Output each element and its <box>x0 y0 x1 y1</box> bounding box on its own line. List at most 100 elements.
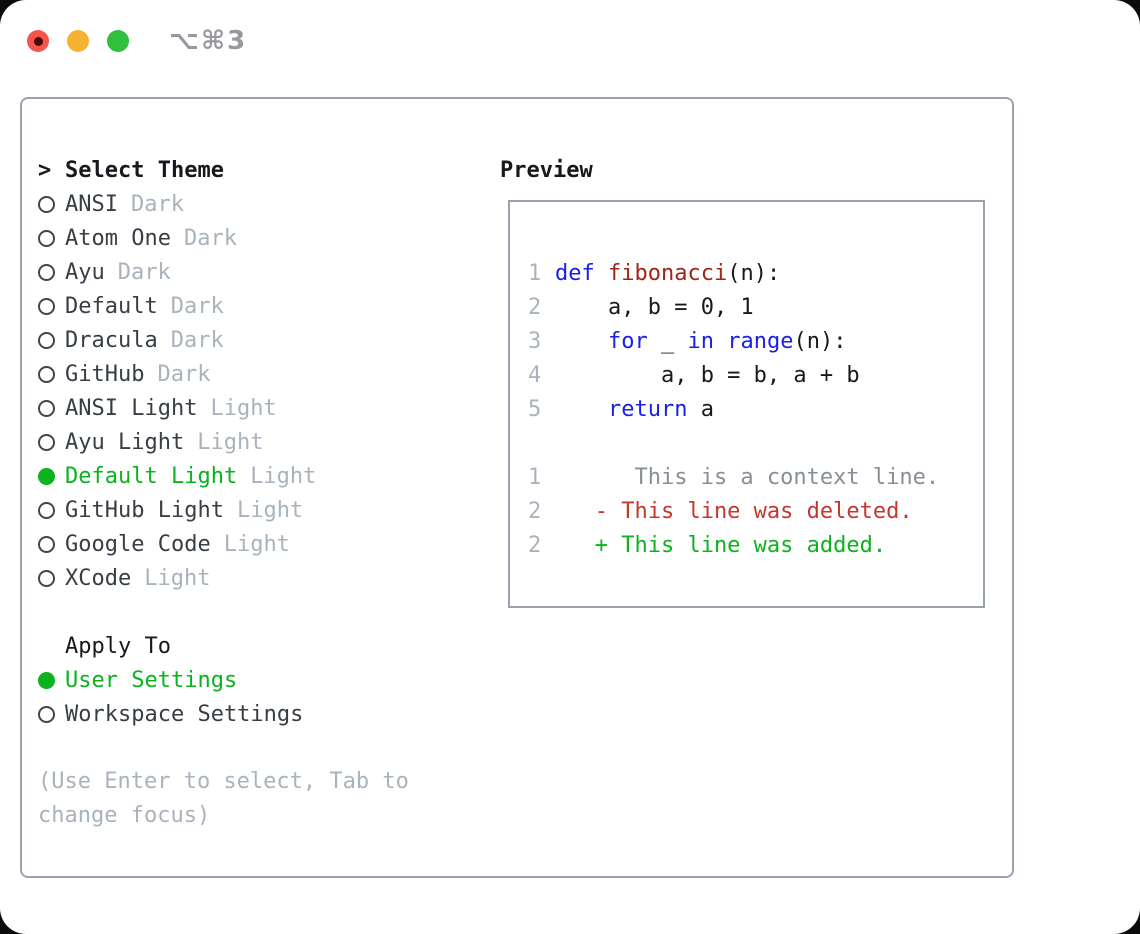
code-line: 1 def fibonacci(n): <box>528 257 983 291</box>
radio-icon <box>38 569 55 587</box>
code-token-kw: in <box>687 329 714 354</box>
titlebar: ⌥⌘3 <box>27 26 247 56</box>
line-number: 2 <box>528 499 542 524</box>
theme-option-github[interactable]: GitHub Dark <box>38 357 428 391</box>
theme-option-ansi[interactable]: ANSI Dark <box>38 187 428 221</box>
theme-option-default-light[interactable]: Default Light Light <box>38 459 428 493</box>
code-line: 2 + This line was added. <box>528 529 983 563</box>
code-token-del: - This line was deleted. <box>555 499 913 524</box>
close-button[interactable] <box>27 30 49 52</box>
radio-icon <box>38 433 55 451</box>
line-number: 2 <box>528 533 542 558</box>
radio-icon <box>38 399 55 417</box>
minimize-button[interactable] <box>67 30 89 52</box>
selection-prompt-icon: > <box>38 157 52 183</box>
theme-option-ayu[interactable]: Ayu Dark <box>38 255 428 289</box>
radio-icon <box>38 331 55 349</box>
theme-name: Ayu <box>65 259 105 285</box>
theme-picker-panel: > Select Theme ANSI Dark Atom One Dark A… <box>20 97 1014 878</box>
radio-cell <box>38 331 65 349</box>
theme-option-atom-one[interactable]: Atom One Dark <box>38 221 428 255</box>
code-line: 1 This is a context line. <box>528 461 983 495</box>
theme-option-dracula[interactable]: Dracula Dark <box>38 323 428 357</box>
radio-cell <box>38 365 65 383</box>
theme-variant: Dark <box>183 225 237 251</box>
code-token-code: (n): <box>793 329 847 354</box>
theme-variant: Light <box>250 463 317 489</box>
radio-icon <box>38 671 55 689</box>
code-line <box>528 427 983 461</box>
code-token-kw: range <box>727 329 794 354</box>
code-line: 4 a, b = b, a + b <box>528 359 983 393</box>
apply-option-label: Workspace Settings <box>65 701 304 727</box>
radio-icon <box>38 297 55 315</box>
code-token-code <box>555 397 608 422</box>
code-line: 2 a, b = 0, 1 <box>528 291 983 325</box>
theme-option-ansi-light[interactable]: ANSI Light Light <box>38 391 428 425</box>
radio-cell <box>38 467 65 485</box>
list-gap <box>38 595 428 629</box>
line-number: 1 <box>528 261 542 286</box>
code-token-code <box>555 329 608 354</box>
theme-list-column: > Select Theme ANSI Dark Atom One Dark A… <box>38 153 428 833</box>
code-token-ctx: This is a context line. <box>555 465 940 490</box>
close-dot-icon <box>33 36 43 46</box>
code-token-code <box>714 329 727 354</box>
radio-cell <box>38 535 65 553</box>
code-line: 2 - This line was deleted. <box>528 495 983 529</box>
apply-option-workspace-settings[interactable]: Workspace Settings <box>38 697 428 731</box>
theme-variant: Dark <box>170 293 224 319</box>
options-gap <box>38 731 428 765</box>
theme-variant: Light <box>223 531 290 557</box>
select-theme-header: > Select Theme <box>38 153 428 187</box>
apply-option-user-settings[interactable]: User Settings <box>38 663 428 697</box>
theme-list-items: ANSI Dark Atom One Dark Ayu Dark Default… <box>38 187 428 595</box>
code-token-code: a <box>687 397 714 422</box>
theme-name: Default Light <box>65 463 238 489</box>
theme-name: Google Code <box>65 531 211 557</box>
radio-icon <box>38 229 55 247</box>
code-token-add: + This line was added. <box>555 533 887 558</box>
theme-option-xcode[interactable]: XCode Light <box>38 561 428 595</box>
theme-option-github-light[interactable]: GitHub Light Light <box>38 493 428 527</box>
theme-option-ayu-light[interactable]: Ayu Light Light <box>38 425 428 459</box>
theme-name: Ayu Light <box>65 429 185 455</box>
code-line: 3 for _ in range(n): <box>528 325 983 359</box>
zoom-button[interactable] <box>107 30 129 52</box>
code-line: 5 return a <box>528 393 983 427</box>
line-number: 5 <box>528 397 542 422</box>
apply-to-title: Apply To <box>65 633 171 659</box>
theme-option-default[interactable]: Default Dark <box>38 289 428 323</box>
code-token-kw: for <box>607 329 648 354</box>
theme-name: XCode <box>65 565 132 591</box>
code-token-kw: return <box>607 397 688 422</box>
prompt-cell: > <box>38 158 65 183</box>
apply-to-options: User Settings Workspace Settings <box>38 663 428 731</box>
line-number: 4 <box>528 363 542 388</box>
radio-icon <box>38 705 55 723</box>
radio-icon <box>38 467 55 485</box>
select-theme-title: Select Theme <box>65 157 224 183</box>
theme-variant: Dark <box>130 191 184 217</box>
line-number: 2 <box>528 295 542 320</box>
apply-to-header: Apply To <box>38 629 428 663</box>
radio-icon <box>38 263 55 281</box>
theme-name: GitHub Light <box>65 497 224 523</box>
theme-variant: Light <box>144 565 211 591</box>
line-number: 1 <box>528 465 542 490</box>
radio-cell <box>38 433 65 451</box>
radio-cell <box>38 671 65 689</box>
radio-icon <box>38 535 55 553</box>
radio-cell <box>38 501 65 519</box>
apply-option-label: User Settings <box>65 667 238 693</box>
window-shortcut-label: ⌥⌘3 <box>169 26 248 56</box>
radio-icon <box>38 501 55 519</box>
code-token-kw: def <box>555 261 608 286</box>
code-token-code: (n): <box>727 261 781 286</box>
code-token-fn: fibonacci <box>607 261 728 286</box>
theme-option-google-code[interactable]: Google Code Light <box>38 527 428 561</box>
preview-title: Preview <box>500 157 593 183</box>
code-token-code: _ <box>647 329 688 354</box>
